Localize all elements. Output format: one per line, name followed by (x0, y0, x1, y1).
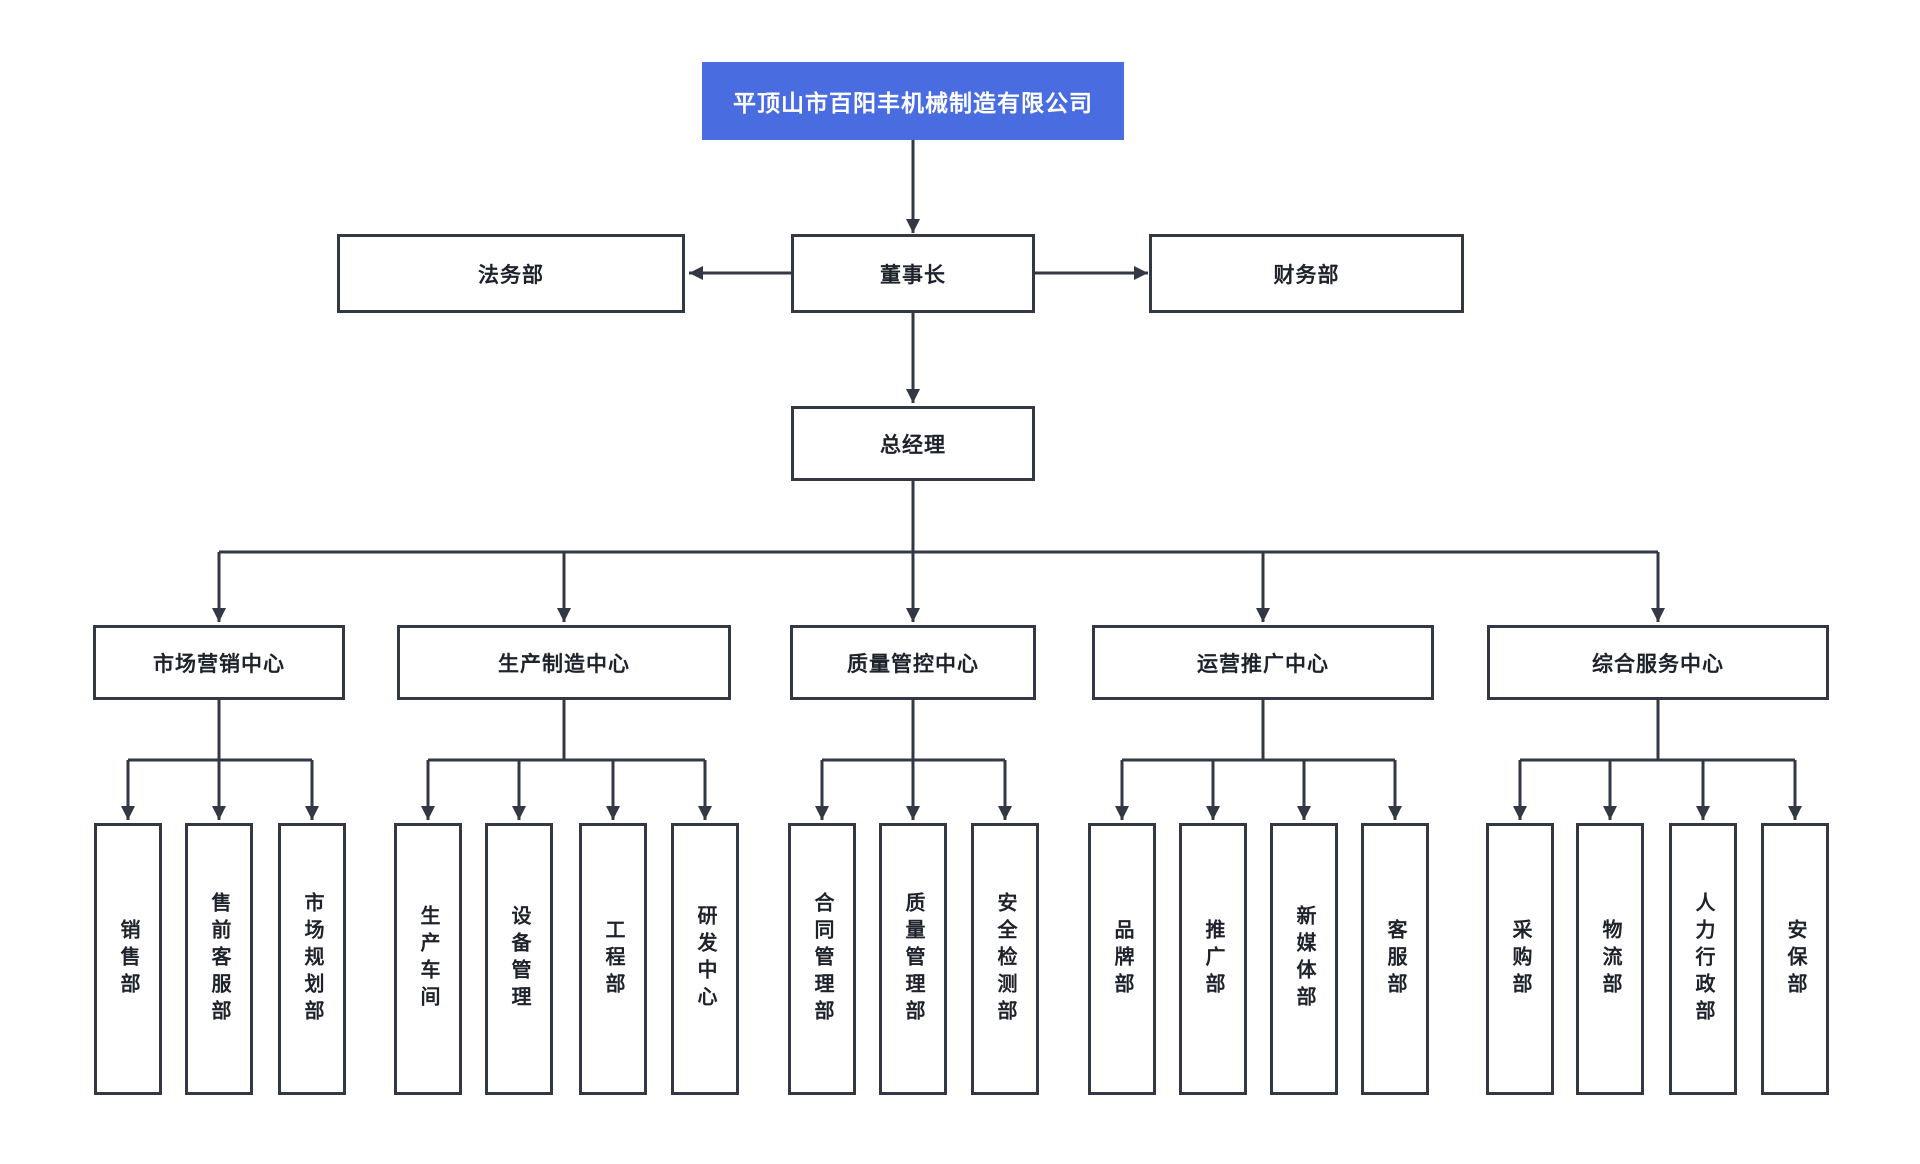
node-general-manager[interactable]: 总经理 (791, 406, 1035, 481)
node-dept-procurement-label: 采购部 (1509, 918, 1531, 1000)
node-dept-logistics-label: 物流部 (1599, 918, 1621, 1000)
node-dept-equipment-management[interactable]: 设备管理 (485, 823, 553, 1095)
node-center-quality-label: 质量管控中心 (847, 652, 979, 676)
node-dept-customer-service[interactable]: 客服部 (1361, 823, 1429, 1095)
node-dept-rnd-center[interactable]: 研发中心 (671, 823, 739, 1095)
node-center-marketing-label: 市场营销中心 (153, 652, 285, 676)
node-finance-dept-label: 财务部 (1273, 263, 1340, 287)
node-dept-sales-label: 销售部 (117, 918, 139, 1000)
node-dept-promotion[interactable]: 推广部 (1179, 823, 1247, 1095)
node-dept-safety-inspection[interactable]: 安全检测部 (971, 823, 1039, 1095)
node-dept-brand-label: 品牌部 (1111, 918, 1133, 1000)
node-general-manager-label: 总经理 (880, 433, 946, 457)
node-center-production[interactable]: 生产制造中心 (397, 625, 731, 700)
node-dept-hr-admin-label: 人力行政部 (1692, 891, 1714, 1027)
node-dept-rnd-center-label: 研发中心 (694, 905, 716, 1013)
node-chairman-label: 董事长 (880, 263, 946, 287)
node-dept-production-workshop[interactable]: 生产车间 (394, 823, 462, 1095)
node-dept-production-workshop-label: 生产车间 (417, 905, 439, 1013)
node-dept-engineering-label: 工程部 (602, 918, 624, 1000)
node-finance-dept[interactable]: 财务部 (1149, 234, 1464, 313)
node-legal-dept-label: 法务部 (478, 263, 544, 287)
node-dept-market-planning-label: 市场规划部 (301, 891, 323, 1027)
node-dept-promotion-label: 推广部 (1202, 918, 1224, 1000)
node-center-services-label: 综合服务中心 (1592, 652, 1724, 676)
node-center-services[interactable]: 综合服务中心 (1487, 625, 1829, 700)
node-dept-quality-management[interactable]: 质量管理部 (879, 823, 947, 1095)
node-center-marketing[interactable]: 市场营销中心 (93, 625, 345, 700)
node-dept-market-planning[interactable]: 市场规划部 (278, 823, 346, 1095)
node-dept-customer-service-label: 客服部 (1384, 918, 1406, 1000)
node-dept-brand[interactable]: 品牌部 (1088, 823, 1156, 1095)
node-dept-engineering[interactable]: 工程部 (579, 823, 647, 1095)
node-company-root-label: 平顶山市百阳丰机械制造有限公司 (733, 90, 1093, 116)
node-center-operations[interactable]: 运营推广中心 (1092, 625, 1434, 700)
node-dept-procurement[interactable]: 采购部 (1486, 823, 1554, 1095)
node-dept-new-media[interactable]: 新媒体部 (1270, 823, 1338, 1095)
node-dept-presales-service-label: 售前客服部 (208, 891, 230, 1027)
node-dept-equipment-management-label: 设备管理 (508, 905, 530, 1013)
node-dept-contract-management[interactable]: 合同管理部 (788, 823, 856, 1095)
node-center-quality[interactable]: 质量管控中心 (790, 625, 1036, 700)
node-dept-safety-inspection-label: 安全检测部 (994, 891, 1016, 1027)
node-center-operations-label: 运营推广中心 (1197, 652, 1329, 676)
node-dept-hr-admin[interactable]: 人力行政部 (1669, 823, 1737, 1095)
node-dept-quality-management-label: 质量管理部 (902, 891, 924, 1027)
node-dept-presales-service[interactable]: 售前客服部 (185, 823, 253, 1095)
node-legal-dept[interactable]: 法务部 (337, 234, 685, 313)
node-dept-security[interactable]: 安保部 (1761, 823, 1829, 1095)
node-chairman[interactable]: 董事长 (791, 234, 1035, 313)
node-dept-sales[interactable]: 销售部 (94, 823, 162, 1095)
node-company-root[interactable]: 平顶山市百阳丰机械制造有限公司 (702, 62, 1124, 140)
node-center-production-label: 生产制造中心 (498, 652, 630, 676)
node-dept-new-media-label: 新媒体部 (1293, 905, 1315, 1013)
node-dept-security-label: 安保部 (1784, 918, 1806, 1000)
node-dept-contract-management-label: 合同管理部 (811, 891, 833, 1027)
node-dept-logistics[interactable]: 物流部 (1576, 823, 1644, 1095)
